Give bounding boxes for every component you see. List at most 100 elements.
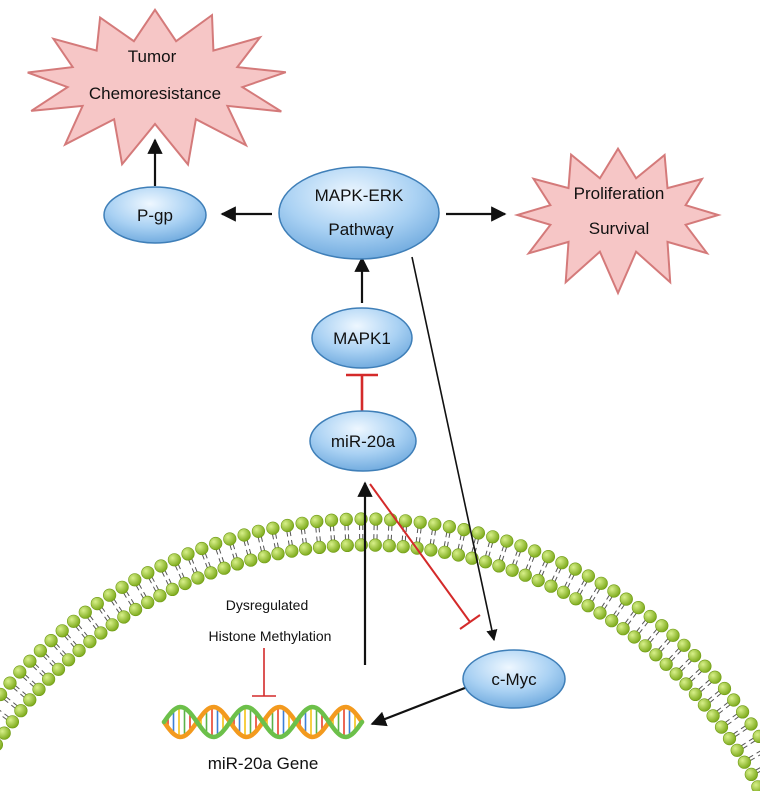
lipid-head	[281, 519, 294, 532]
lipid-head	[605, 614, 618, 627]
lipid-head	[179, 577, 192, 590]
lipid-head	[753, 730, 760, 743]
lipid-head	[45, 634, 58, 647]
mapk1-label: MAPK1	[333, 329, 391, 348]
lipid-head	[689, 688, 702, 701]
lipid-head	[154, 589, 167, 602]
lipid-head	[620, 593, 633, 606]
mapk-erk-label-line2: Pathway	[328, 220, 394, 239]
lipid-head	[103, 589, 116, 602]
lipid-head	[383, 539, 396, 552]
arrow-pathway-to-cmyc	[412, 257, 494, 640]
lipid-head	[745, 718, 758, 731]
lipid-head	[62, 654, 75, 667]
lipid-head	[205, 567, 218, 580]
lipid-head	[42, 673, 55, 686]
histone-label-line2: Histone Methylation	[209, 628, 332, 644]
chemoresistance-label-line1: Tumor	[128, 47, 177, 66]
lipid-head	[632, 601, 645, 614]
node-cmyc[interactable]: c-Myc	[463, 650, 565, 708]
lipid-head	[727, 694, 740, 707]
lipid-head	[258, 550, 271, 563]
lipid-head	[557, 586, 570, 599]
lipid-head	[667, 629, 680, 642]
node-mapk1[interactable]: MAPK1	[312, 308, 412, 368]
lipid-head	[608, 585, 621, 598]
lipid-head	[296, 517, 309, 530]
lipid-head	[678, 639, 691, 652]
lipid-head	[738, 756, 751, 769]
cmyc-label: c-Myc	[491, 670, 537, 689]
lipid-head	[231, 558, 244, 571]
lipid-head	[570, 593, 583, 606]
lipid-head	[443, 520, 456, 533]
lipid-head	[369, 539, 382, 552]
node-mapk-erk-pathway[interactable]: MAPK-ERK Pathway	[279, 167, 439, 259]
lipid-head	[628, 631, 641, 644]
lipid-head	[24, 694, 37, 707]
lipid-head	[0, 738, 3, 751]
lipid-head	[0, 688, 7, 701]
lipid-head	[325, 514, 338, 527]
lipid-tail	[757, 748, 760, 754]
mir20a-label: miR-20a	[331, 432, 396, 451]
lipid-head	[506, 564, 519, 577]
lipid-head	[34, 644, 47, 657]
lipid-head	[582, 570, 595, 583]
lipid-head	[286, 545, 299, 558]
inhibit-histone-gene	[252, 648, 276, 696]
lipid-head	[670, 668, 683, 681]
lipid-head	[650, 649, 663, 662]
lipid-head	[56, 625, 69, 638]
lipid-head	[341, 539, 354, 552]
lipid-head	[142, 566, 155, 579]
lipid-head	[166, 583, 179, 596]
lipid-head	[458, 523, 471, 536]
lipid-head	[707, 710, 720, 723]
lipid-head	[472, 527, 485, 540]
lipid-head	[238, 529, 251, 542]
lipid-head	[13, 666, 26, 679]
lipid-head	[479, 556, 492, 569]
lipid-head	[4, 677, 17, 690]
lipid-head	[272, 547, 285, 560]
lipid-head	[106, 619, 119, 632]
lipid-head	[370, 513, 383, 526]
lipid-head	[182, 548, 195, 561]
lipid-head	[501, 535, 514, 548]
inhibit-mir20a-mapk1	[346, 375, 378, 414]
lipid-head	[84, 635, 97, 648]
lipid-head	[116, 581, 129, 594]
lipid-head	[639, 640, 652, 653]
lipid-head	[141, 596, 154, 609]
lipid-head	[15, 704, 28, 717]
lipid-head	[192, 572, 205, 585]
node-pgp[interactable]: P-gp	[104, 187, 206, 243]
lipid-head	[252, 525, 265, 538]
lipid-head	[118, 611, 131, 624]
lipid-head	[617, 622, 630, 635]
lipid-head	[224, 533, 237, 546]
proliferation-burst: Proliferation Survival	[517, 149, 718, 293]
proliferation-label-line2: Survival	[589, 219, 649, 238]
lipid-head	[52, 663, 65, 676]
lipid-head	[452, 549, 465, 562]
lipid-head	[660, 658, 673, 671]
node-mir20a[interactable]: miR-20a	[310, 411, 416, 471]
arrow-cmyc-to-gene	[372, 686, 470, 724]
lipid-head	[595, 577, 608, 590]
lipid-head	[267, 522, 280, 535]
lipid-head	[340, 513, 353, 526]
lipid-head	[414, 516, 427, 529]
mapk-erk-label-line1: MAPK-ERK	[315, 186, 404, 205]
lipid-head	[397, 540, 410, 553]
lipid-head	[311, 515, 324, 528]
lipid-head	[515, 540, 528, 553]
chemoresistance-label-line2: Chemoresistance	[89, 84, 221, 103]
lipid-head	[313, 541, 326, 554]
lipid-head	[6, 716, 19, 729]
lipid-head	[129, 603, 142, 616]
lipid-head	[752, 781, 760, 792]
